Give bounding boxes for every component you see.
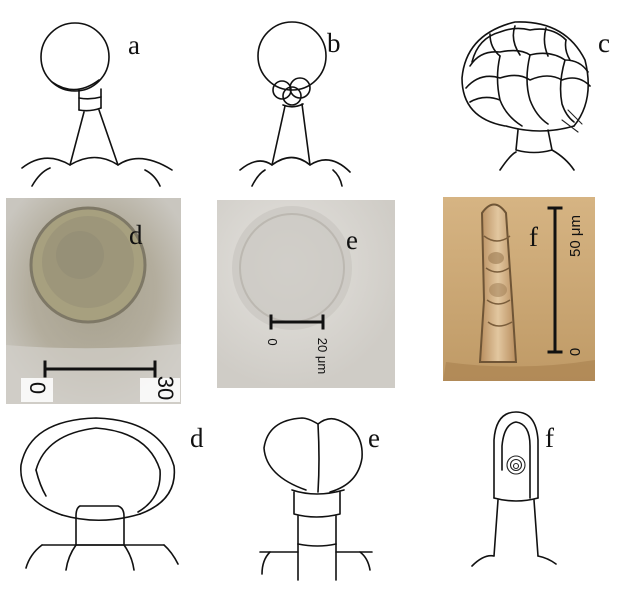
drawing-a-label: a (128, 30, 140, 60)
photo-e-label: e (346, 225, 358, 255)
photo-f-scale-end: 50 μm (567, 215, 584, 257)
photo-f: 50 μm 0 (443, 197, 595, 381)
drawing-c-label: c (598, 28, 610, 58)
drawing-e-bottom (260, 418, 372, 580)
photo-e-scale-start: 0 (265, 338, 280, 345)
drawing-d-bottom (21, 418, 178, 570)
drawing-c (462, 22, 590, 170)
photo-e-scale-end: 20 μm (315, 338, 330, 374)
photo-d-scale-start: 0 (25, 382, 50, 394)
photo-f-label: f (529, 222, 538, 252)
drawing-f-bottom-label: f (545, 423, 554, 453)
drawing-e-bottom-label: e (368, 423, 380, 453)
drawing-a (22, 23, 172, 186)
drawing-b-label: b (327, 28, 341, 58)
drawing-f-bottom (472, 412, 556, 566)
photo-f-scale-start: 0 (567, 348, 584, 356)
photo-e: 0 20 μm (217, 200, 395, 388)
photo-d-label: d (129, 220, 143, 250)
drawing-d-bottom-label: d (190, 423, 204, 453)
photo-d: 0 30 (6, 198, 181, 404)
photo-d-scale-end: 30 (153, 376, 178, 400)
